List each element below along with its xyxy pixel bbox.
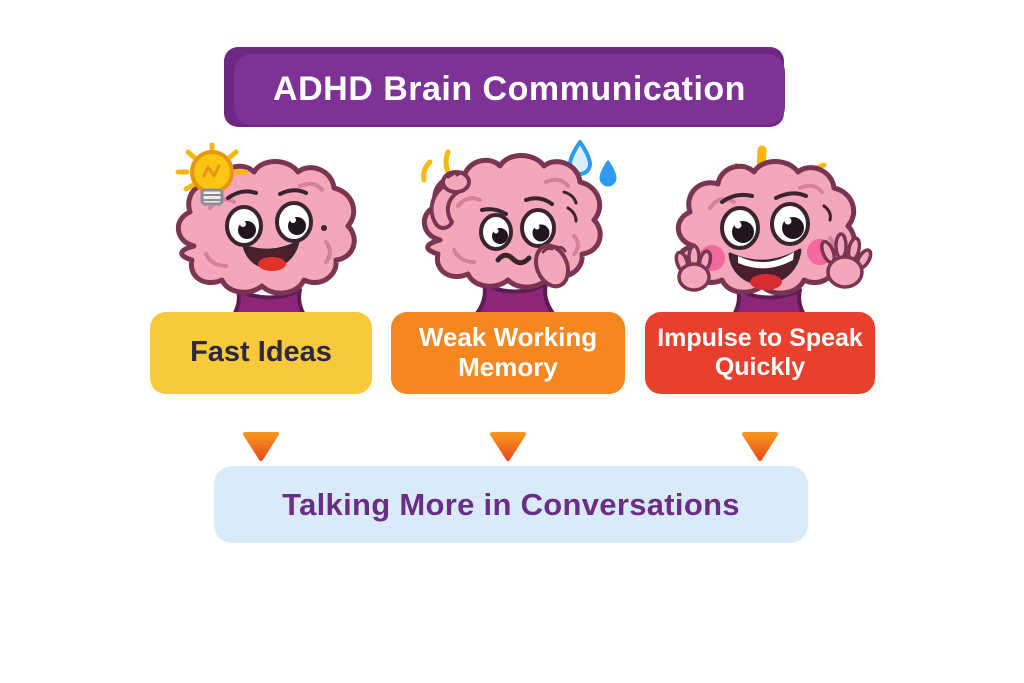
down-arrow-icon (490, 403, 526, 461)
excited-face (699, 191, 833, 290)
down-arrow-icon (243, 403, 279, 461)
worried-brain-sweating-illustration (421, 140, 617, 330)
sweat-drops (568, 140, 617, 187)
raised-hand-right (820, 232, 873, 289)
lightbulb-icon (175, 142, 249, 206)
raised-hand-left (674, 244, 713, 292)
happy-face (225, 188, 327, 271)
title-banner: ADHD Brain Communication (234, 54, 785, 125)
cause-box-weak-working-memory: Weak Working Memory (391, 312, 625, 394)
result-box: Talking More in Conversations (214, 466, 808, 543)
scratching-arm (429, 170, 471, 230)
title-text: ADHD Brain Communication (273, 70, 746, 108)
cause-box-impulse-to-speak: Impulse to Speak Quickly (645, 312, 875, 394)
cause-box-fast-ideas: Fast Ideas (150, 312, 372, 394)
stress-marks (421, 149, 451, 183)
brain-folds (452, 177, 580, 264)
hand-on-cheek (534, 243, 570, 289)
excited-brain-shouting-illustration (674, 145, 873, 336)
cause-label-impulse-to-speak: Impulse to Speak Quickly (657, 324, 863, 381)
cause-label-weak-working-memory: Weak Working Memory (418, 322, 598, 382)
worried-face (479, 190, 578, 266)
result-text: Talking More in Conversations (282, 486, 740, 522)
cause-label-fast-ideas: Fast Ideas (190, 336, 332, 369)
lightbulb-rays (175, 142, 249, 192)
down-arrow-icon (742, 403, 778, 461)
